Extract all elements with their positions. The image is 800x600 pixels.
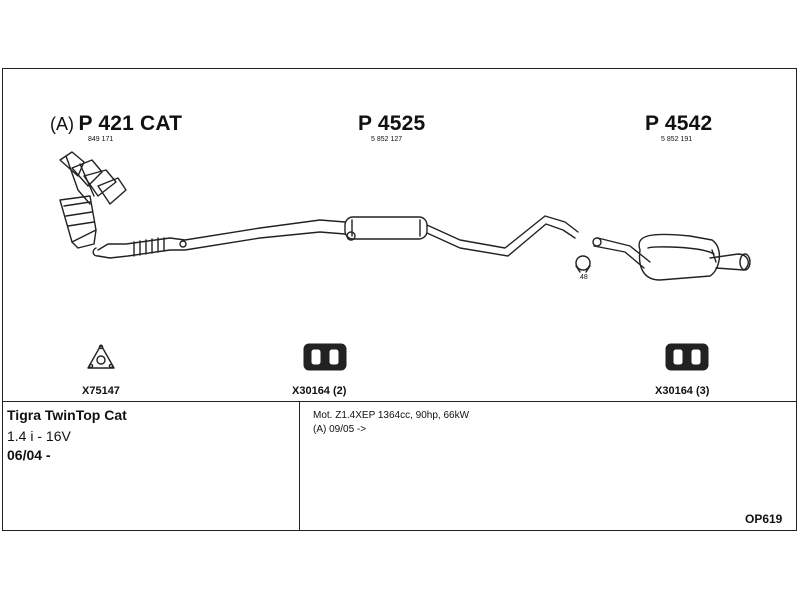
hanger-label-3: X30164 (3) (655, 385, 710, 397)
part-number-rear: 5 852 191 (661, 136, 693, 143)
part-number-cat: 849 171 (88, 136, 114, 143)
diagram-frame (2, 68, 797, 531)
front-pipe-icon (169, 219, 346, 251)
rear-silencer-icon (592, 233, 751, 281)
vehicle-model: Tigra TwinTop Cat (7, 407, 127, 423)
clamp-label: 48 (580, 274, 588, 281)
middle-silencer-icon (344, 216, 428, 241)
rubber-hanger-icon (665, 343, 709, 371)
hanger-label-2: X30164 (2) (292, 385, 347, 397)
intermediate-pipe-icon (426, 215, 579, 257)
clamp-icon (575, 255, 591, 273)
variant-note: (A) 09/05 -> (313, 424, 367, 435)
flex-pipe-icon (92, 237, 171, 259)
vehicle-date: 06/04 - (7, 447, 51, 463)
motor-note: Mot. Z1.4XEP 1364cc, 90hp, 66kW (313, 410, 470, 421)
rubber-hanger-icon (303, 343, 347, 371)
part-code: P 421 CAT (78, 112, 183, 135)
manifold-catalyst-icon (59, 151, 127, 249)
diagram-code: OP619 (745, 512, 783, 526)
vehicle-engine: 1.4 i - 16V (7, 428, 71, 444)
table-divider (2, 401, 797, 402)
part-title-cat: (A) P 421 CAT (50, 112, 182, 136)
column-divider (299, 401, 300, 531)
part-prefix: (A) (50, 114, 74, 134)
part-title-middle: P 4525 (358, 112, 426, 135)
gasket-icon (87, 344, 115, 369)
part-title-rear: P 4542 (645, 112, 713, 135)
gasket-label: X75147 (82, 385, 120, 397)
part-number-middle: 5 852 127 (371, 136, 403, 143)
